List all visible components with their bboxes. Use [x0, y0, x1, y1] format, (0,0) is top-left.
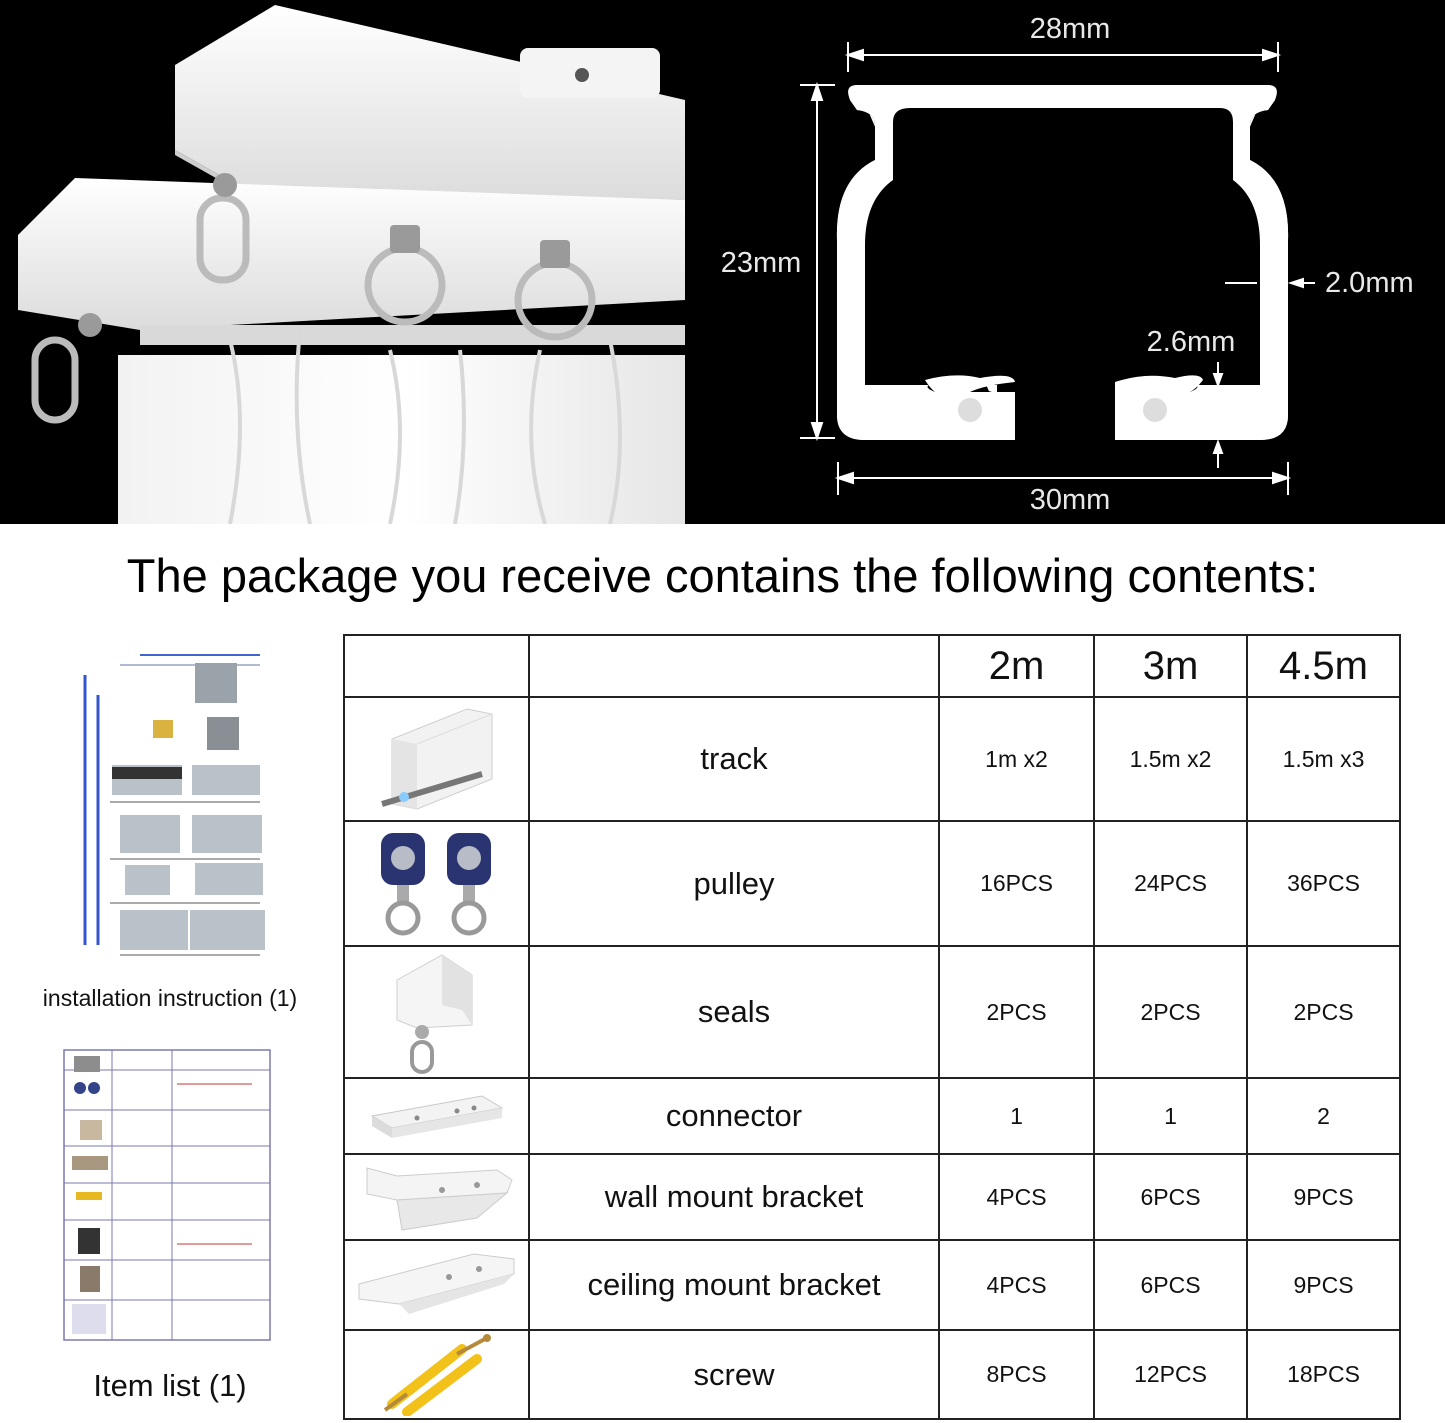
- qty-4-5m: 2PCS: [1246, 945, 1401, 1079]
- package-contents-table: 2m 3m 4.5m track 1m x2 1.5m x2 1.5m x3: [343, 634, 1401, 1420]
- item-name: connector: [528, 1077, 940, 1155]
- wall-bracket-icon: [366, 1167, 513, 1231]
- dimension-lip: 2.6mm: [1147, 326, 1236, 358]
- item-list-caption: Item list (1): [93, 1368, 247, 1403]
- header-icon-col: [343, 634, 530, 698]
- qty-2m: 2PCS: [938, 945, 1095, 1079]
- top-banner: 28mm 23mm 2.0mm 2.6mm 30mm: [0, 0, 1445, 524]
- table-row-pulley: pulley 16PCS 24PCS 36PCS: [343, 820, 1401, 947]
- qty-4-5m: 18PCS: [1246, 1329, 1401, 1420]
- header-item-col: [528, 634, 940, 698]
- table-header-row: 2m 3m 4.5m: [343, 634, 1401, 698]
- installation-instruction-thumbnail: [80, 645, 280, 960]
- header-3m: 3m: [1093, 634, 1248, 698]
- item-name: seals: [528, 945, 940, 1079]
- installation-instruction-caption: installation instruction (1): [42, 985, 298, 1011]
- table-row-ceiling-mount-bracket: ceiling mount bracket 4PCS 6PCS 9PCS: [343, 1239, 1401, 1331]
- qty-2m: 8PCS: [938, 1329, 1095, 1420]
- item-name: ceiling mount bracket: [528, 1239, 940, 1331]
- qty-4-5m: 9PCS: [1246, 1153, 1401, 1241]
- dimension-height: 23mm: [721, 247, 802, 279]
- header-2m: 2m: [938, 634, 1095, 698]
- qty-4-5m: 36PCS: [1246, 820, 1401, 947]
- track-icon: [380, 708, 492, 810]
- qty-3m: 24PCS: [1093, 820, 1248, 947]
- item-name: pulley: [528, 820, 940, 947]
- package-contents-headline: The package you receive contains the fol…: [126, 549, 1319, 602]
- screw-icon: [383, 1333, 491, 1416]
- table-row-screw: screw 8PCS 12PCS 18PCS: [343, 1329, 1401, 1420]
- qty-4-5m: 1.5m x3: [1246, 696, 1401, 822]
- qty-2m: 1m x2: [938, 696, 1095, 822]
- seal-icon: [396, 953, 472, 1074]
- table-row-seals: seals 2PCS 2PCS 2PCS: [343, 945, 1401, 1079]
- qty-4-5m: 9PCS: [1246, 1239, 1401, 1331]
- qty-2m: 16PCS: [938, 820, 1095, 947]
- qty-2m: 1: [938, 1077, 1095, 1155]
- qty-2m: 4PCS: [938, 1153, 1095, 1241]
- dimension-bottom-width: 30mm: [1030, 484, 1111, 516]
- header-4-5m: 4.5m: [1246, 634, 1401, 698]
- item-name: track: [528, 696, 940, 822]
- connector-icon: [370, 1095, 503, 1138]
- qty-3m: 6PCS: [1093, 1153, 1248, 1241]
- table-row-wall-mount-bracket: wall mount bracket 4PCS 6PCS 9PCS: [343, 1153, 1401, 1241]
- dimension-wall: 2.0mm: [1325, 267, 1414, 299]
- item-list-thumbnail: [62, 1038, 274, 1343]
- dimension-top-width: 28mm: [1030, 13, 1111, 45]
- qty-3m: 1: [1093, 1077, 1248, 1155]
- track-product-photo: [0, 0, 685, 524]
- item-name: screw: [528, 1329, 940, 1420]
- qty-3m: 12PCS: [1093, 1329, 1248, 1420]
- ceiling-bracket-icon: [358, 1253, 515, 1314]
- pulley-icon: [380, 832, 491, 935]
- track-profile-diagram: 28mm 23mm 2.0mm 2.6mm 30mm: [721, 13, 1414, 516]
- qty-2m: 4PCS: [938, 1239, 1095, 1331]
- qty-4-5m: 2: [1246, 1077, 1401, 1155]
- qty-3m: 6PCS: [1093, 1239, 1248, 1331]
- table-row-track: track 1m x2 1.5m x2 1.5m x3: [343, 696, 1401, 822]
- qty-3m: 1.5m x2: [1093, 696, 1248, 822]
- qty-3m: 2PCS: [1093, 945, 1248, 1079]
- table-row-connector: connector 1 1 2: [343, 1077, 1401, 1155]
- item-name: wall mount bracket: [528, 1153, 940, 1241]
